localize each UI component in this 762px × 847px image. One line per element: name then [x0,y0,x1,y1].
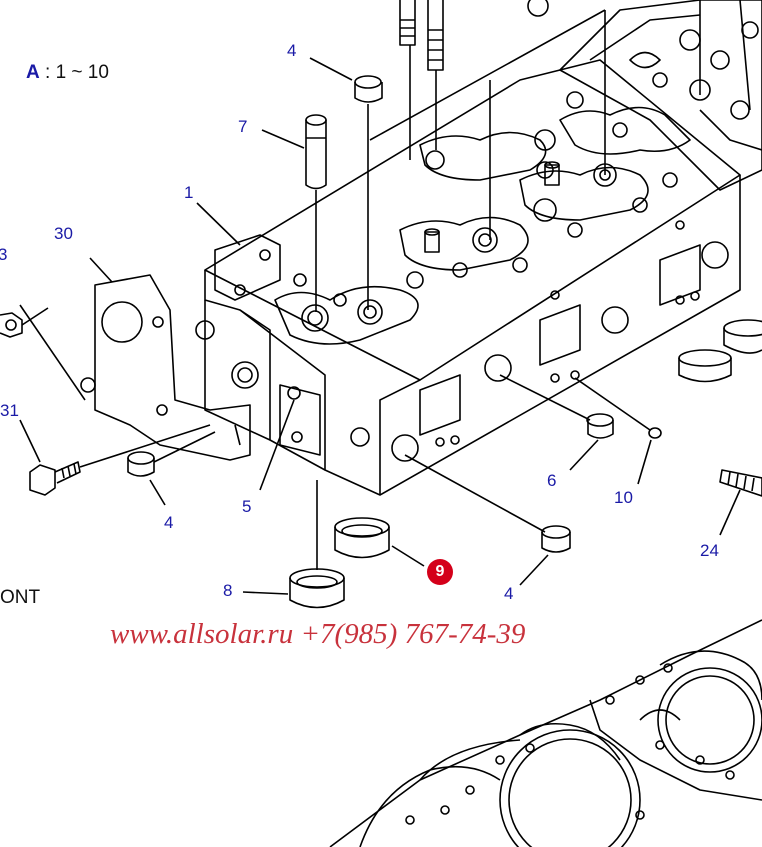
plug-6 [499,374,614,471]
bolt-31 [19,419,211,496]
plug-left [127,431,216,506]
callout-4-top[interactable]: 4 [287,41,297,60]
callout-9-highlighted[interactable]: 9 [427,559,453,585]
callout-6[interactable]: 6 [547,471,557,490]
front-direction-label: ONT [0,587,41,608]
head-gasket [329,619,762,847]
callout-3-partial[interactable]: 3 [0,245,8,264]
watermark-text: www.allsolar.ru +7(985) 767-74-39 [110,618,526,650]
legend-key: A [26,62,40,83]
nut-3 [0,307,49,338]
legend-range: : 1 ~ 10 [45,62,109,83]
cap-plug-top [309,57,383,310]
side-rings [678,319,762,383]
callout-4-left[interactable]: 4 [164,513,174,532]
pin-10 [574,377,662,485]
callout-31[interactable]: 31 [0,401,19,420]
callout-24[interactable]: 24 [700,541,719,560]
assembly-lines [369,0,751,240]
leader-1 [196,202,241,246]
callout-4-bottom[interactable]: 4 [504,584,514,603]
callout-8[interactable]: 8 [223,581,233,600]
dowel-pin [259,386,301,491]
seal-ring-8 [242,480,345,609]
plug-bottom [404,454,571,586]
cylinder-head-main [195,59,741,496]
sleeve-tube [261,114,327,312]
head-studs [399,0,549,160]
assembly-legend: A : 1 ~ 10 [26,62,109,84]
callout-7[interactable]: 7 [238,117,248,136]
lifting-bracket [19,257,251,461]
cylinder-head-rear [559,0,762,191]
seal-ring-9 [334,517,425,567]
callout-10[interactable]: 10 [614,488,633,507]
stud-24 [719,469,762,536]
callout-30[interactable]: 30 [54,224,73,243]
callout-5[interactable]: 5 [242,497,252,516]
callout-1[interactable]: 1 [184,183,194,202]
